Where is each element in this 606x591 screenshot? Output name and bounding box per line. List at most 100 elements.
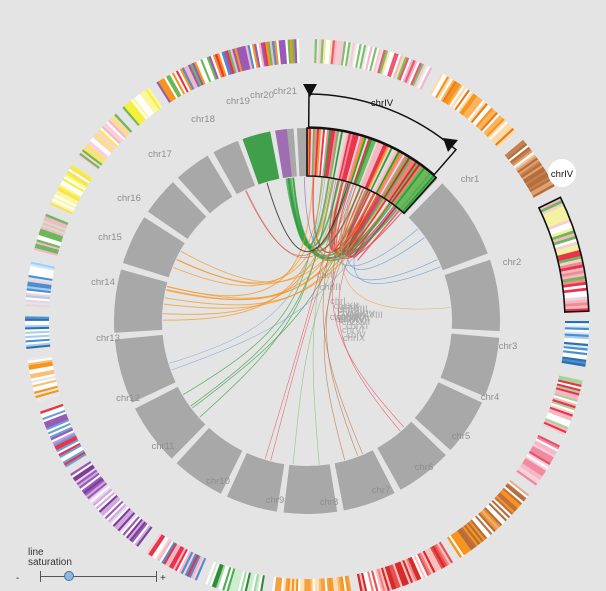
outer-stripe: [525, 456, 548, 471]
outer-stripe: [555, 387, 580, 396]
outer-stripe: [455, 530, 472, 552]
outer-segment-chrXVIII[interactable]: [50, 164, 93, 215]
inner-segment-chr7[interactable]: [334, 450, 395, 511]
outer-stripe: [127, 519, 145, 540]
outer-segment-chrXI[interactable]: [205, 561, 265, 591]
inner-segment-chr20[interactable]: [296, 127, 307, 177]
outer-segment-chrVI[interactable]: [516, 434, 561, 486]
outer-segment-chrVIII[interactable]: [356, 541, 454, 591]
outer-stripe: [84, 479, 105, 496]
outer-stripe: [476, 514, 495, 534]
outer-stripe: [45, 213, 69, 225]
outer-stripe: [454, 89, 471, 111]
outer-label-chrV: chrV: [346, 330, 366, 341]
outer-segment-chrIX[interactable]: [561, 321, 590, 367]
inner-segment-chr13[interactable]: [114, 269, 168, 333]
outer-stripe: [114, 113, 133, 133]
inner-segment-chr3[interactable]: [444, 259, 501, 332]
inner-segment-chr2[interactable]: [408, 183, 488, 271]
outer-stripe: [431, 74, 446, 97]
inner-segment-chr10[interactable]: [176, 427, 243, 494]
outer-stripe: [531, 445, 554, 460]
outer-stripe: [445, 83, 461, 105]
inner-segment-chr9[interactable]: [226, 452, 285, 512]
outer-stripe: [107, 503, 127, 523]
outer-segment-chrI[interactable]: [314, 39, 433, 90]
focus-end-arrow[interactable]: [443, 138, 458, 152]
outer-segment-chrXVII[interactable]: [34, 213, 69, 256]
inner-segment-chr6[interactable]: [377, 421, 446, 490]
saturation-tick-max: [156, 571, 157, 582]
outer-stripe: [293, 578, 297, 591]
outer-stripe: [26, 294, 51, 300]
outer-stripe: [212, 54, 223, 78]
outer-stripe: [471, 518, 489, 539]
outer-stripe: [464, 97, 481, 118]
outer-stripe: [53, 196, 76, 209]
outer-stripe: [482, 508, 501, 528]
outer-stripe: [132, 523, 150, 545]
outer-stripe: [49, 426, 73, 439]
outer-stripe: [299, 578, 303, 591]
outer-stripe: [29, 265, 54, 273]
focus-bubble[interactable]: [548, 159, 576, 187]
outer-stripe: [185, 65, 199, 89]
focus-outer-stripe: [557, 252, 582, 262]
inner-label-chr1: chr1: [461, 174, 479, 185]
inner-segment-chr14[interactable]: [122, 217, 185, 278]
inner-segment-chr16[interactable]: [177, 155, 233, 214]
outer-stripe: [334, 40, 340, 65]
link-to-chr14: [176, 179, 335, 284]
outer-stripe: [70, 460, 92, 477]
outer-segment-chrXX[interactable]: [77, 113, 133, 171]
focus-start-arrow[interactable]: [303, 84, 317, 97]
inner-segment-chr17[interactable]: [213, 140, 256, 195]
saturation-slider-knob[interactable]: [64, 571, 74, 581]
outer-segment-chrXIII[interactable]: [70, 460, 153, 547]
outer-stripe: [457, 529, 474, 551]
outer-stripe: [545, 416, 570, 428]
link-to-chr14: [180, 190, 370, 283]
inner-segment-chr12[interactable]: [114, 334, 176, 403]
focus-inner-stripe: [326, 129, 336, 178]
outer-segment-chrII[interactable]: [429, 72, 516, 148]
inner-label-chr3: chr3: [499, 341, 517, 352]
outer-stripe: [155, 538, 171, 561]
outer-segment-chrXII[interactable]: [146, 532, 207, 581]
outer-segment-chrV[interactable]: [542, 375, 583, 436]
inner-segment-chr15[interactable]: [147, 182, 207, 239]
outer-stripe: [178, 550, 192, 574]
outer-segment-chrVII[interactable]: [446, 479, 530, 558]
link-to-chr6: [332, 185, 405, 428]
outer-segment-chrUn[interactable]: [156, 39, 300, 103]
outer-stripe: [472, 104, 490, 125]
outer-segment-chrXXI[interactable]: [122, 87, 163, 126]
outer-stripe: [76, 469, 98, 486]
outer-segment-chrX[interactable]: [271, 575, 353, 591]
outer-stripe: [253, 43, 261, 68]
focus-inner-stripe: [371, 148, 395, 192]
outer-stripe: [527, 174, 550, 189]
outer-segment-chrXVI[interactable]: [25, 259, 56, 308]
inner-segment-chr11[interactable]: [135, 386, 206, 459]
outer-stripe: [90, 138, 110, 157]
inner-segment-chr8[interactable]: [283, 464, 338, 514]
outer-stripe: [322, 39, 327, 64]
outer-segment-chrIII[interactable]: [504, 139, 555, 198]
outer-stripe: [37, 234, 62, 245]
outer-stripe: [32, 381, 57, 390]
outer-stripe: [233, 569, 242, 591]
saturation-slider-track[interactable]: [40, 576, 157, 577]
focus-inner-stripe: [331, 130, 342, 179]
inner-segment-chr5[interactable]: [414, 382, 482, 451]
outer-segment-chrXIV[interactable]: [39, 403, 87, 468]
outer-segment-chrXV[interactable]: [24, 316, 51, 350]
outer-stripe: [374, 569, 384, 591]
outer-stripe: [548, 410, 572, 422]
outer-stripe: [28, 359, 53, 366]
outer-stripe: [370, 570, 379, 591]
outer-stripe: [234, 47, 243, 72]
inner-segment-chr4[interactable]: [440, 333, 500, 397]
outer-stripe: [55, 192, 78, 206]
outer-segment-chrXIX[interactable]: [27, 355, 61, 403]
